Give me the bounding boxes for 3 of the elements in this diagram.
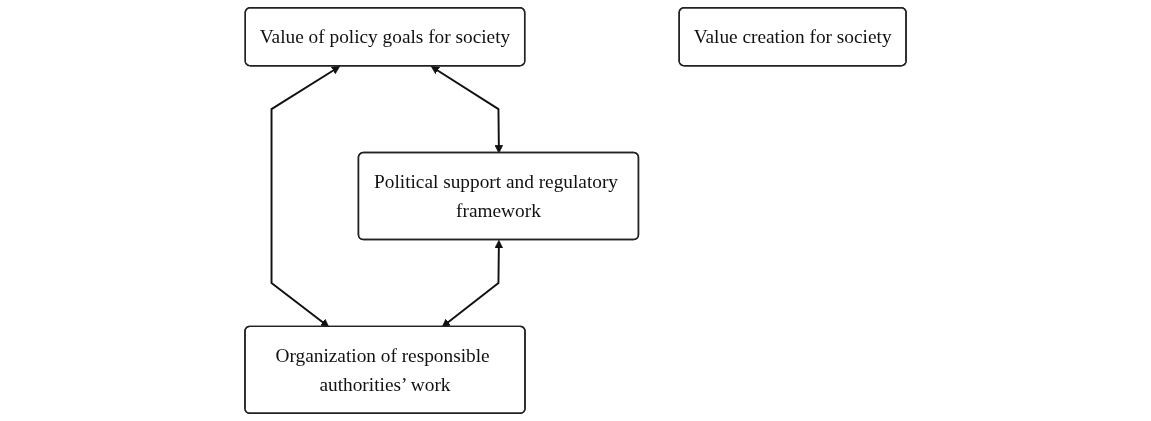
arrow — [430, 65, 504, 154]
arrow — [270, 65, 341, 328]
arrow — [441, 239, 504, 328]
